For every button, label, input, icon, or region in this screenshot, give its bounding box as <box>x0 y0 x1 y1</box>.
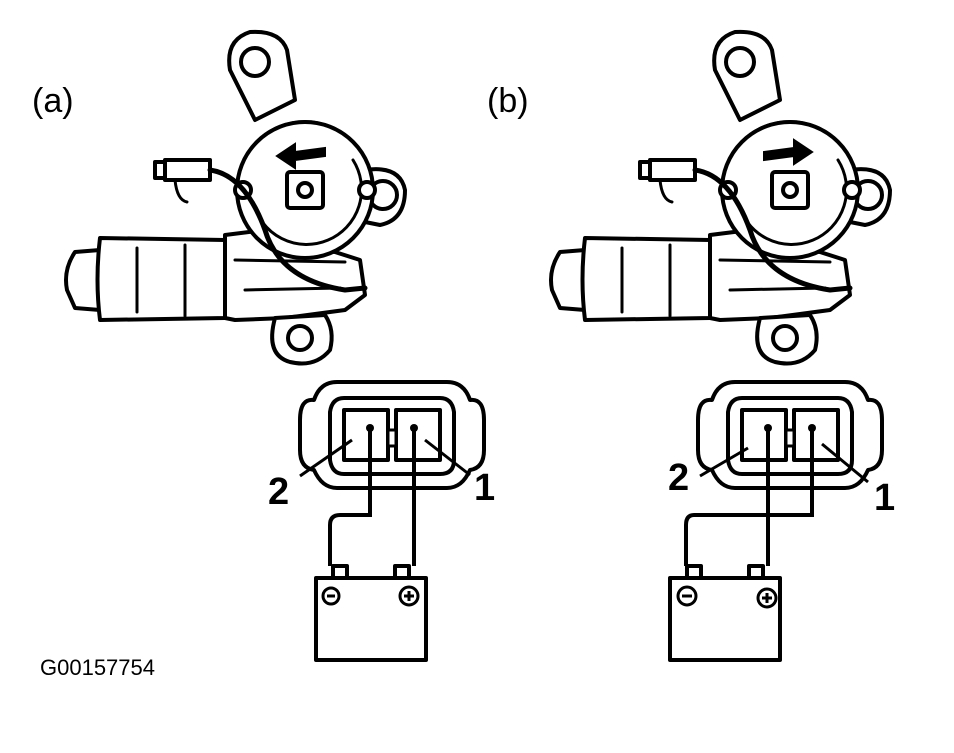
connector-a <box>298 380 486 490</box>
panel-b: (b) 2 1 <box>487 32 895 662</box>
window-motor-b <box>551 32 890 364</box>
panel-a: (a) 2 1 <box>32 32 495 662</box>
battery-b <box>668 564 782 662</box>
minus-terminal-icon <box>676 585 698 607</box>
pin-2-label-a: 2 <box>268 471 289 513</box>
battery-a <box>314 564 428 662</box>
wires-a <box>328 428 416 566</box>
window-motor-a <box>66 32 405 364</box>
plus-terminal-icon <box>398 585 420 607</box>
rotation-arrow-cw-icon <box>763 138 814 166</box>
rotation-arrow-ccw-icon <box>275 142 326 170</box>
pin-1-label-a: 1 <box>474 467 495 509</box>
wires-b <box>684 428 814 566</box>
pin-1-label-b: 1 <box>874 477 895 519</box>
figure-code: G00157754 <box>40 655 155 680</box>
plus-terminal-icon <box>756 587 778 609</box>
pin-2-label-b: 2 <box>668 457 689 499</box>
pin-leaders-a <box>299 438 471 478</box>
pin-leaders-b <box>699 442 869 484</box>
minus-terminal-icon <box>321 586 341 606</box>
panel-a-label: (a) <box>32 82 74 120</box>
panel-b-label: (b) <box>487 82 529 120</box>
